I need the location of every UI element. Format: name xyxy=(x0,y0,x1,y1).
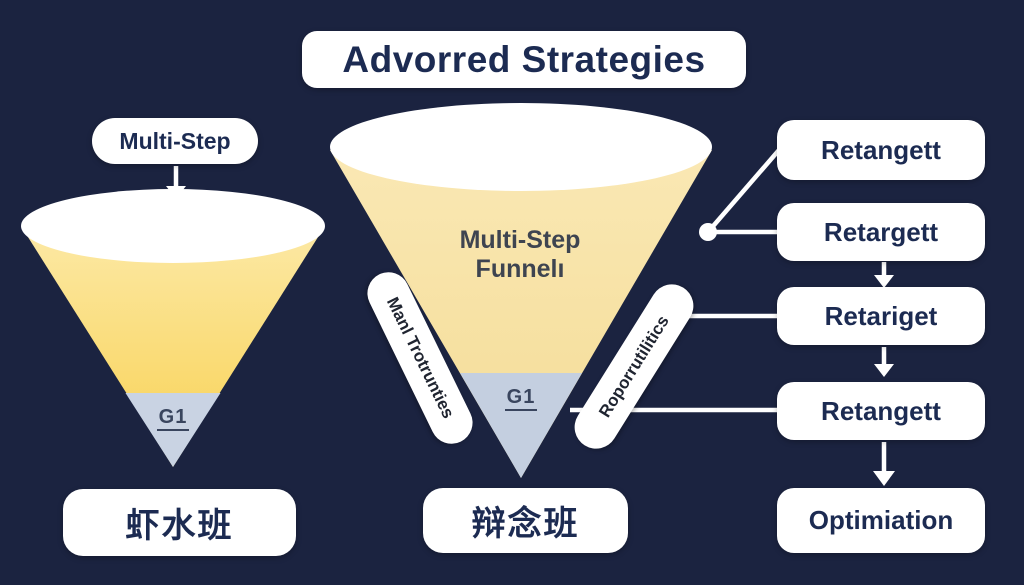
left-funnel-tip-label-wrap: G1 xyxy=(138,406,208,431)
arrow-box4-to-box5-icon xyxy=(873,442,895,486)
flow-box-2-label: Retargett xyxy=(823,216,939,247)
center-funnel-body-label: Multi-Step Funnelı xyxy=(420,226,620,284)
down-arrow-icon xyxy=(166,166,186,199)
center-funnel-tip-label-wrap: G1 xyxy=(486,386,556,411)
center-funnel-opening xyxy=(330,103,712,191)
left-funnel-tip-label: G1 xyxy=(156,406,190,431)
center-funnel-bottom-label: 辩念班 xyxy=(423,488,628,553)
flow-box-2: Retargett xyxy=(777,203,985,261)
connector-junction-dot xyxy=(699,223,717,241)
center-funnel-body-label-line1: Multi-Step xyxy=(459,226,581,254)
left-funnel-bottom-label-text: 虾水班 xyxy=(125,507,234,545)
left-funnel-cone xyxy=(21,226,325,467)
flow-box-4-label: Retangett xyxy=(821,395,941,426)
flow-box-3-label: Retariget xyxy=(824,300,938,331)
left-funnel-tip xyxy=(125,393,221,467)
page-title: Advorred Strategies xyxy=(302,31,746,88)
flow-box-1-label: Retangett xyxy=(821,134,941,165)
flow-box-4: Retangett xyxy=(777,382,985,440)
left-funnel-bottom-label: 虾水班 xyxy=(63,489,296,556)
center-funnel-body-label-line2: Funnelı xyxy=(475,254,565,283)
flow-box-5: Optimiation xyxy=(777,488,985,553)
page-title-text: Advorred Strategies xyxy=(342,38,706,80)
multistep-pill: Multi-Step xyxy=(92,118,258,164)
connector-dot-to-box1 xyxy=(706,148,781,234)
center-funnel-tip xyxy=(460,373,582,478)
center-funnel-cone xyxy=(330,150,712,478)
left-funnel-opening xyxy=(21,189,325,263)
multistep-pill-label: Multi-Step xyxy=(119,127,231,154)
center-funnel-tip-label: G1 xyxy=(504,386,538,411)
flow-box-3: Retariget xyxy=(777,287,985,345)
flow-box-5-label: Optimiation xyxy=(808,505,954,535)
arrow-box2-to-box3-icon xyxy=(874,262,894,288)
flow-box-1: Retangett xyxy=(777,120,985,180)
center-funnel-bottom-label-text: 辩念班 xyxy=(471,505,580,543)
arrow-box3-to-box4-icon xyxy=(874,347,894,377)
